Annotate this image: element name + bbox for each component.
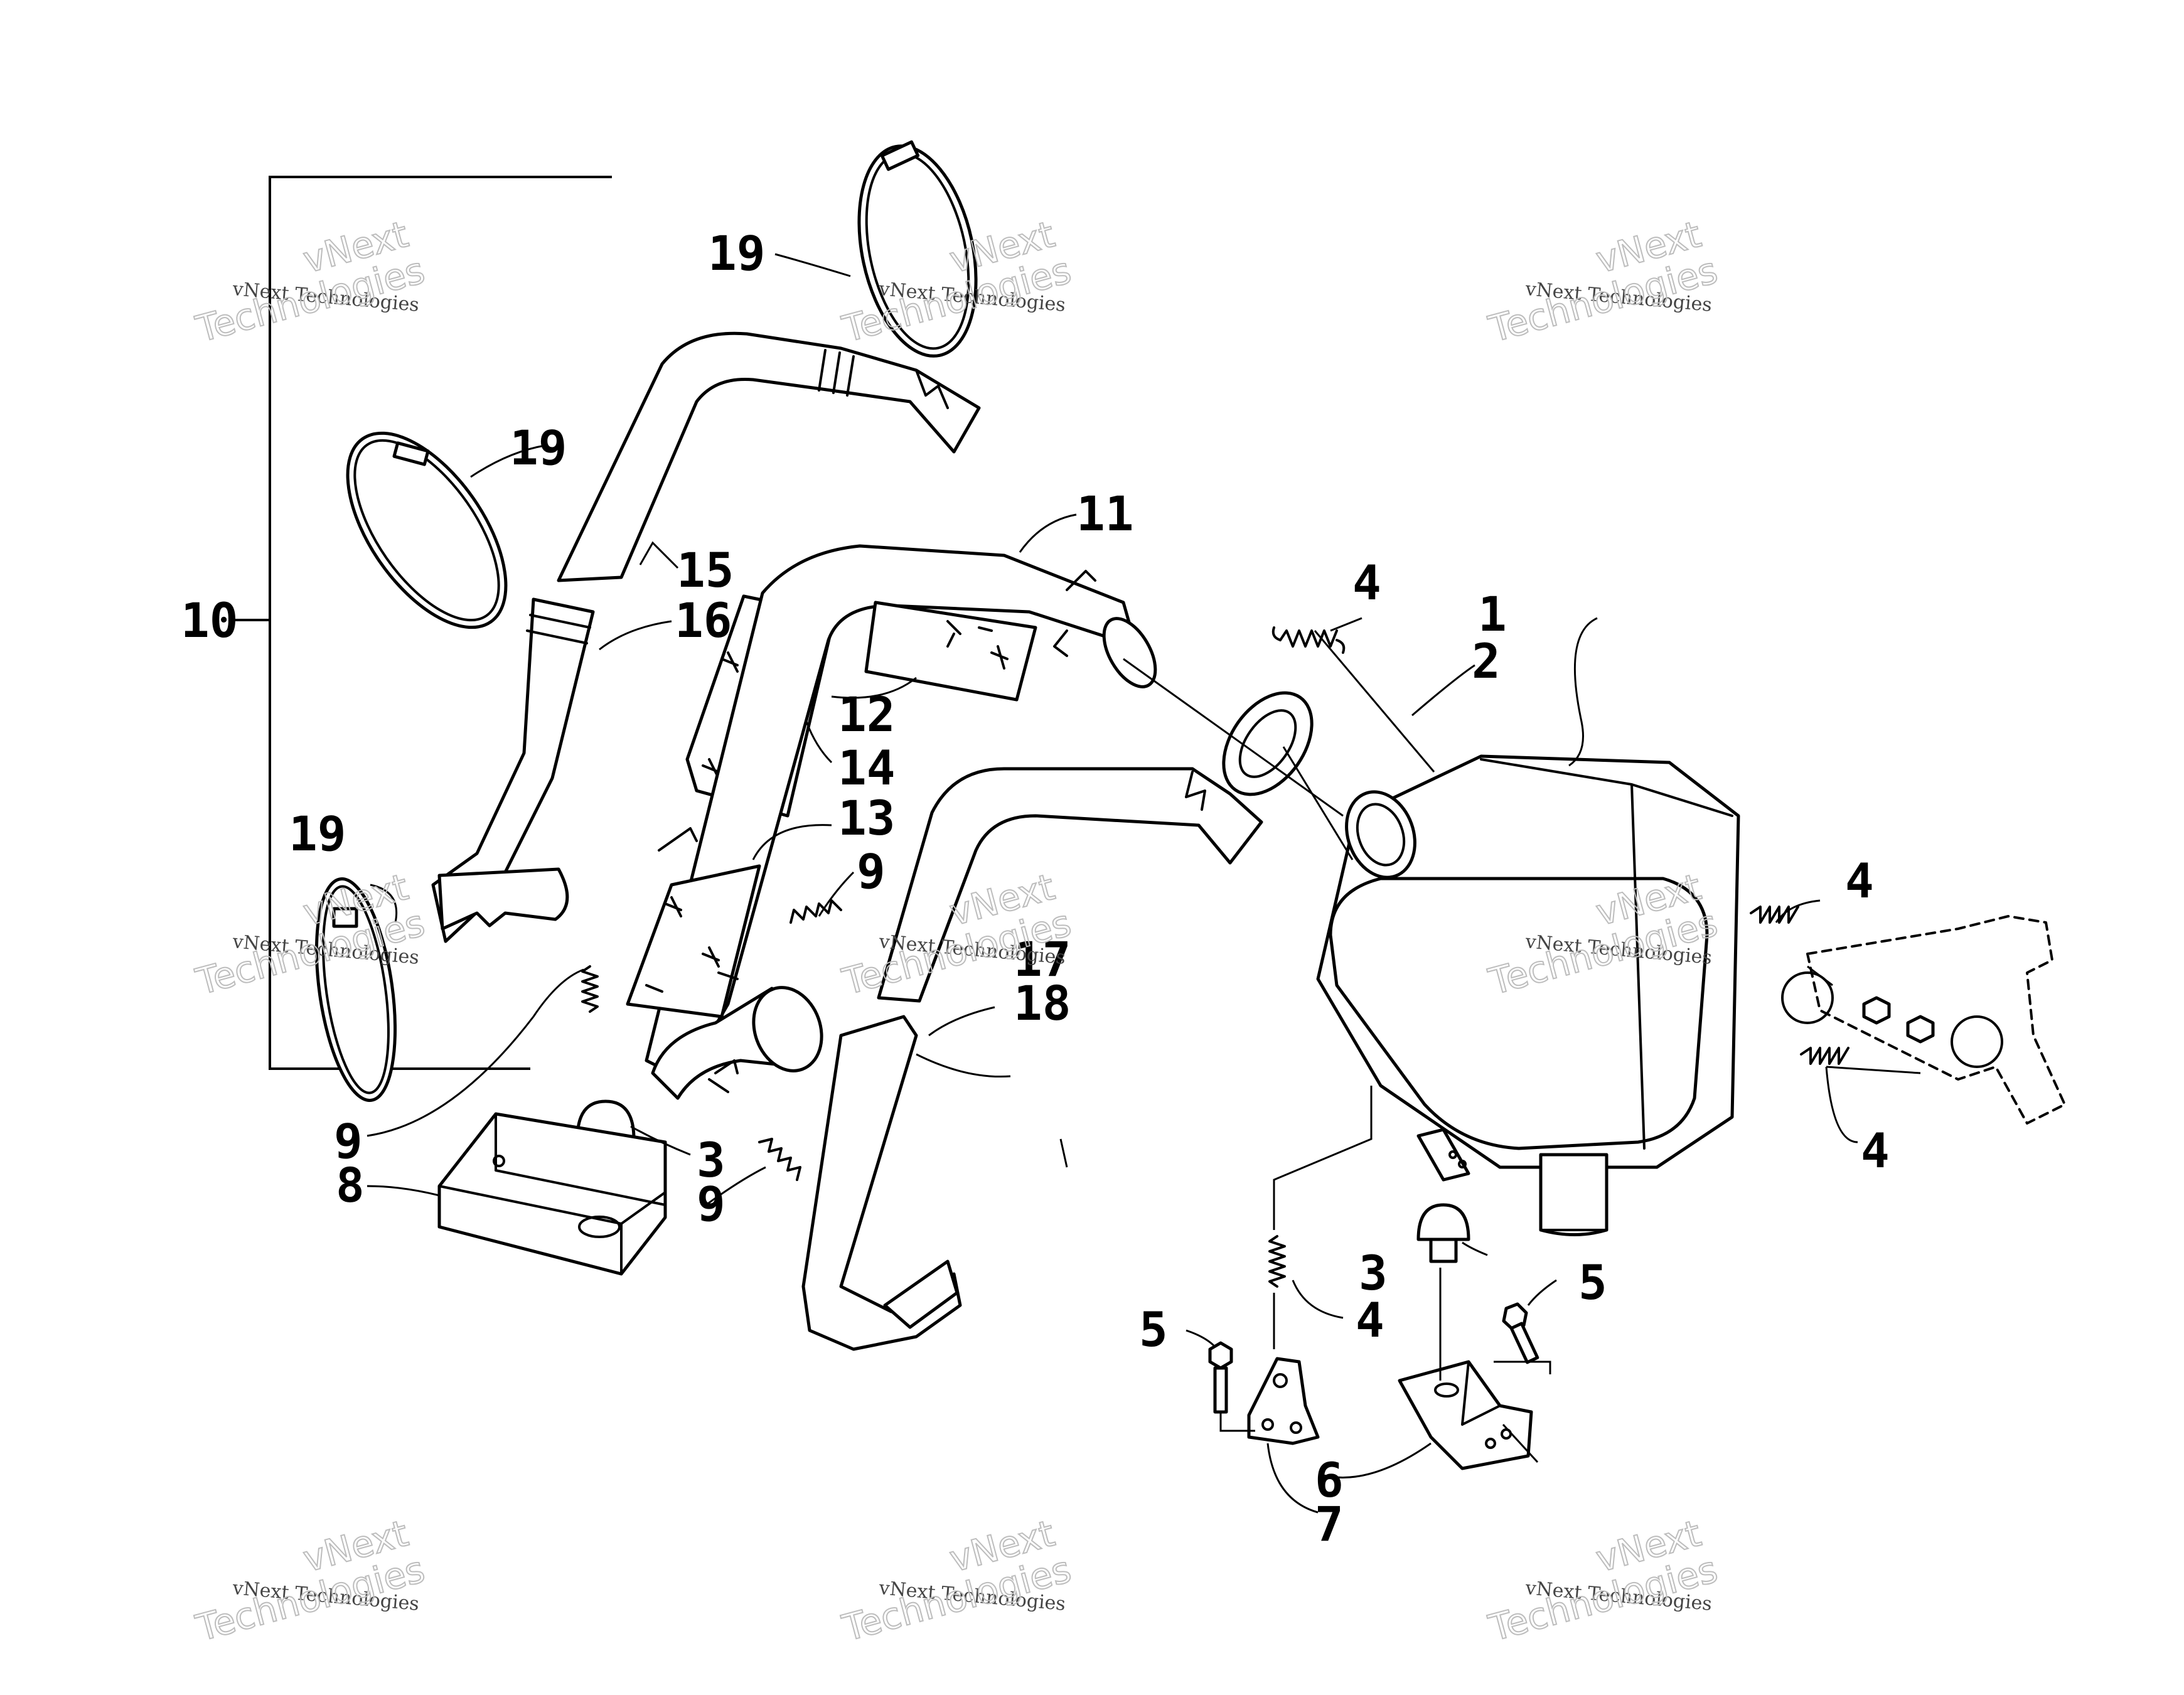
spring-4-bottom [1268, 1235, 1286, 1288]
callout-2: 2 [1472, 633, 1501, 689]
callout-5-right: 5 [1578, 1254, 1607, 1310]
callout-4-bottom: 4 [1356, 1292, 1384, 1348]
watermark-7: vNext vNext Technologies Technologies [191, 1511, 429, 1650]
callout-9-middle: 9 [857, 843, 886, 899]
callout-4-top: 4 [1352, 555, 1381, 611]
bolt-5-left [1208, 1341, 1233, 1414]
watermark-4: vNext vNext Technologies Technologies [191, 865, 429, 1004]
callout-18: 18 [1014, 975, 1071, 1031]
watermark-3: vNext vNext Technologies Technologies [1484, 212, 1722, 351]
spring-9-left [581, 965, 599, 1013]
spring-9-middle [790, 899, 842, 924]
callout-9-left: 9 [334, 1113, 363, 1169]
spring-4-top [1271, 626, 1346, 654]
bracket-8 [437, 1112, 667, 1276]
callout-14: 14 [838, 740, 896, 796]
watermark-1: vNext vNext Technologies Technologies [191, 212, 429, 351]
callout-8: 8 [336, 1157, 365, 1213]
callout-13: 13 [838, 790, 896, 846]
bolt-5-right [1502, 1302, 1539, 1364]
gasket-2 [1222, 691, 1314, 796]
pipe-17 [877, 767, 1263, 1003]
pipe-16 [431, 597, 595, 943]
heat-shield-12 [864, 601, 1037, 702]
callout-5-left: 5 [1139, 1302, 1168, 1357]
callout-7: 7 [1315, 1496, 1344, 1552]
callout-19-left: 19 [510, 420, 567, 476]
clamp-19-bottom [314, 877, 397, 1102]
clamp-19-top [857, 140, 978, 358]
spring-4-right-top [1750, 906, 1799, 924]
spring-9-lower [758, 1138, 801, 1181]
callout-19-bottom: 19 [289, 806, 346, 862]
callout-11: 11 [1076, 486, 1134, 542]
pipe-18 [801, 1015, 962, 1351]
callout-12: 12 [838, 687, 896, 742]
callout-17: 17 [1014, 931, 1071, 987]
muffler-1 [1316, 754, 1740, 1236]
spring-4-right-bottom [1800, 1047, 1849, 1065]
callout-16: 16 [675, 592, 732, 648]
pipe-outlet-cone [651, 986, 823, 1100]
callout-4-right-top: 4 [1845, 853, 1874, 909]
callout-3-right: 3 [1359, 1245, 1388, 1301]
callout-labels: 10 19 19 19 15 16 11 12 14 13 9 9 9 8 3 … [181, 225, 1890, 1552]
watermark-9: vNext vNext Technologies Technologies [1484, 1511, 1722, 1650]
clamp-19-left [346, 431, 508, 629]
leader-lines [367, 253, 1921, 1514]
callout-10: 10 [181, 592, 238, 648]
grommet-3-right [1416, 1203, 1470, 1263]
pipe-11 [645, 544, 1157, 1081]
heat-shield-13 [626, 864, 761, 1019]
callout-6: 6 [1315, 1452, 1344, 1508]
watermark-8: vNext vNext Technologies Technologies [837, 1511, 1076, 1650]
hanger-clips [658, 827, 739, 1093]
callout-9-lower: 9 [697, 1176, 725, 1232]
callout-15: 15 [677, 542, 734, 598]
callout-19-top: 19 [708, 225, 766, 281]
frame-mount-right [1781, 915, 2066, 1125]
bracket-7 [1247, 1357, 1320, 1445]
group-bracket-10 [232, 176, 612, 1070]
pipe-15 [557, 331, 981, 582]
callout-1: 1 [1478, 586, 1507, 642]
callout-4-right-bottom: 4 [1861, 1123, 1890, 1179]
callout-3-left: 3 [697, 1132, 725, 1188]
bracket-6 [1398, 1360, 1533, 1470]
